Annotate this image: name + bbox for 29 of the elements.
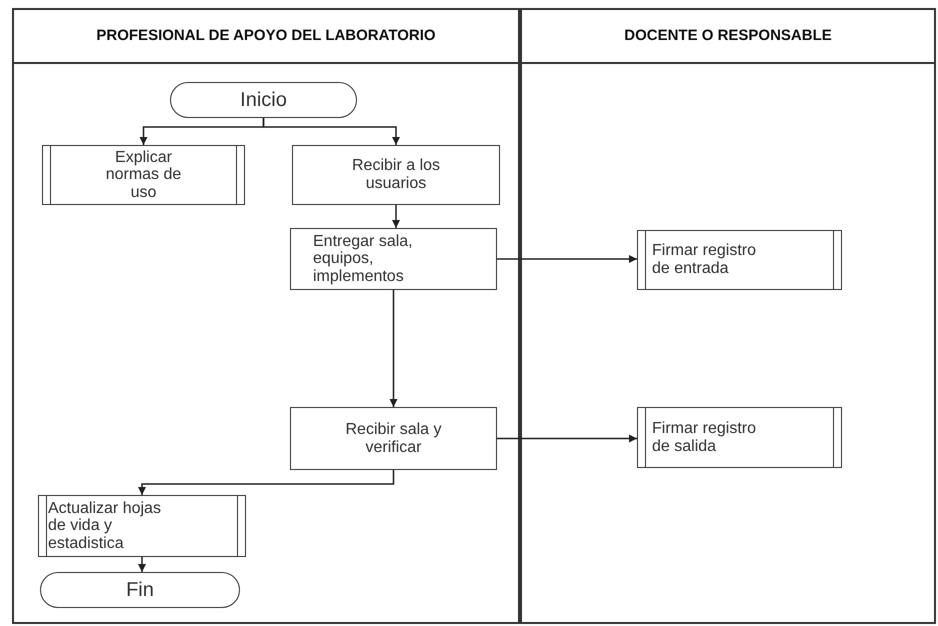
subprocess-box: [42, 145, 245, 205]
step-label: Entregar sala, equipos, implementos: [313, 232, 414, 286]
swimlane: [520, 8, 936, 624]
process-box: [290, 407, 497, 470]
subprocess-box: [637, 230, 842, 290]
step-label: Actualizar hojas de vida y estadistica: [48, 500, 162, 552]
terminal-shape: [40, 572, 240, 608]
arrow: [392, 205, 400, 228]
terminal-shape: [170, 82, 357, 118]
lane-title: DOCENTE O RESPONSABLE: [623, 28, 833, 44]
step-label: Explicar normas de uso: [104, 148, 182, 202]
arrow: [497, 434, 637, 442]
step-label: Firmar registro de entrada: [652, 242, 758, 278]
lane-title: PROFESIONAL DE APOYO DEL LABORATORIO: [95, 28, 437, 44]
arrow: [497, 255, 637, 263]
step-label: Inicio: [240, 89, 287, 111]
step-label: Recibir a los usuarios: [350, 157, 442, 193]
arrow: [138, 557, 146, 572]
arrow: [138, 470, 394, 495]
step-label: Fin: [126, 579, 154, 601]
process-box: [292, 145, 500, 205]
subprocess-box: [637, 407, 842, 468]
step-label: Firmar registro de salida: [652, 420, 758, 456]
process-box: [290, 228, 497, 290]
subprocess-box: [38, 495, 246, 557]
arrow: [390, 290, 398, 407]
arrow: [262, 118, 400, 145]
step-label: Recibir sala y verificar: [344, 420, 443, 456]
swimlane: [12, 8, 520, 624]
